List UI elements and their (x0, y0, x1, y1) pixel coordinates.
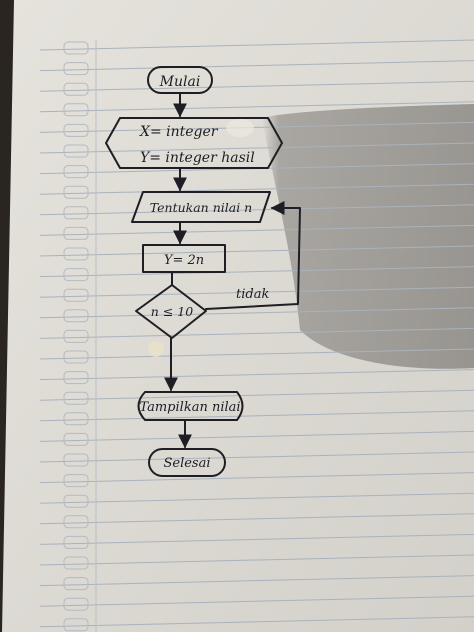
ruled-line (39, 492, 474, 504)
ruled-line (39, 60, 474, 72)
ruled-line (39, 80, 474, 92)
margin-box (63, 268, 89, 282)
ruled-line (39, 533, 474, 545)
margin-box (63, 474, 89, 488)
margin-box (63, 618, 89, 632)
declaration-hexagon (105, 117, 283, 169)
ruled-line (39, 575, 474, 587)
margin-box (63, 412, 89, 426)
margin-box (63, 371, 89, 385)
margin-box (63, 350, 89, 364)
process-rectangle (142, 244, 226, 273)
margin-box (63, 494, 89, 508)
ruled-line (39, 595, 474, 607)
margin-box (63, 577, 89, 591)
margin-box (63, 288, 89, 302)
ruled-line (39, 410, 474, 422)
margin-box (63, 556, 89, 570)
loop-label: tidak (236, 287, 269, 302)
margin-box (63, 309, 89, 323)
ruled-line (39, 142, 474, 154)
start-label: Mulai (159, 74, 201, 90)
input-parallelogram (131, 191, 271, 223)
smudge (226, 119, 254, 137)
ruled-line (39, 348, 474, 360)
ruled-line (39, 369, 474, 381)
ruled-line (39, 554, 474, 566)
output-label: Tampilkan nilai (139, 400, 240, 415)
ruled-line (39, 286, 474, 298)
margin-box (63, 247, 89, 261)
end-terminator (148, 448, 226, 477)
ruled-line (39, 616, 474, 628)
process-label: Y= 2n (164, 253, 204, 268)
ruled-line (39, 389, 474, 401)
ruled-line (39, 245, 474, 257)
margin-box (63, 165, 89, 179)
ruled-line (39, 204, 474, 216)
declaration-line1: X= integer (139, 124, 219, 140)
margin-box (63, 185, 89, 199)
hand-shadow (262, 104, 474, 369)
decision-label: n ≤ 10 (151, 304, 193, 319)
ruled-lines (39, 39, 474, 628)
margin-box (63, 41, 89, 55)
loop-back-arrow (205, 201, 301, 310)
margin-box (63, 144, 89, 158)
margin-box (63, 82, 89, 96)
ruled-line (39, 513, 474, 525)
margin-box (63, 535, 89, 549)
margin-box (63, 453, 89, 467)
margin-box (63, 103, 89, 117)
margin-box (63, 226, 89, 240)
end-label: Selesai (163, 456, 210, 471)
declaration-line2: Y= integer hasil (140, 150, 255, 166)
ruled-line (39, 39, 474, 51)
margin-box (63, 62, 89, 76)
ruled-line (39, 327, 474, 339)
ruled-line (39, 451, 474, 463)
margin-box (63, 515, 89, 529)
margin-box (63, 206, 89, 220)
margin-box (63, 432, 89, 446)
input-label: Tentukan nilai n (150, 200, 252, 215)
ruled-line (39, 101, 474, 113)
ruled-line (39, 224, 474, 236)
ruled-line (39, 183, 474, 195)
margin-box (63, 391, 89, 405)
margin-box (63, 597, 89, 611)
ruled-line (39, 266, 474, 278)
ruled-line (39, 472, 474, 484)
margin-box (63, 123, 89, 137)
output-shape (137, 391, 244, 421)
margin-box (63, 329, 89, 343)
ruled-line (39, 307, 474, 319)
ruled-line (39, 430, 474, 442)
smudge (148, 341, 164, 357)
margin-boxes (63, 41, 89, 632)
